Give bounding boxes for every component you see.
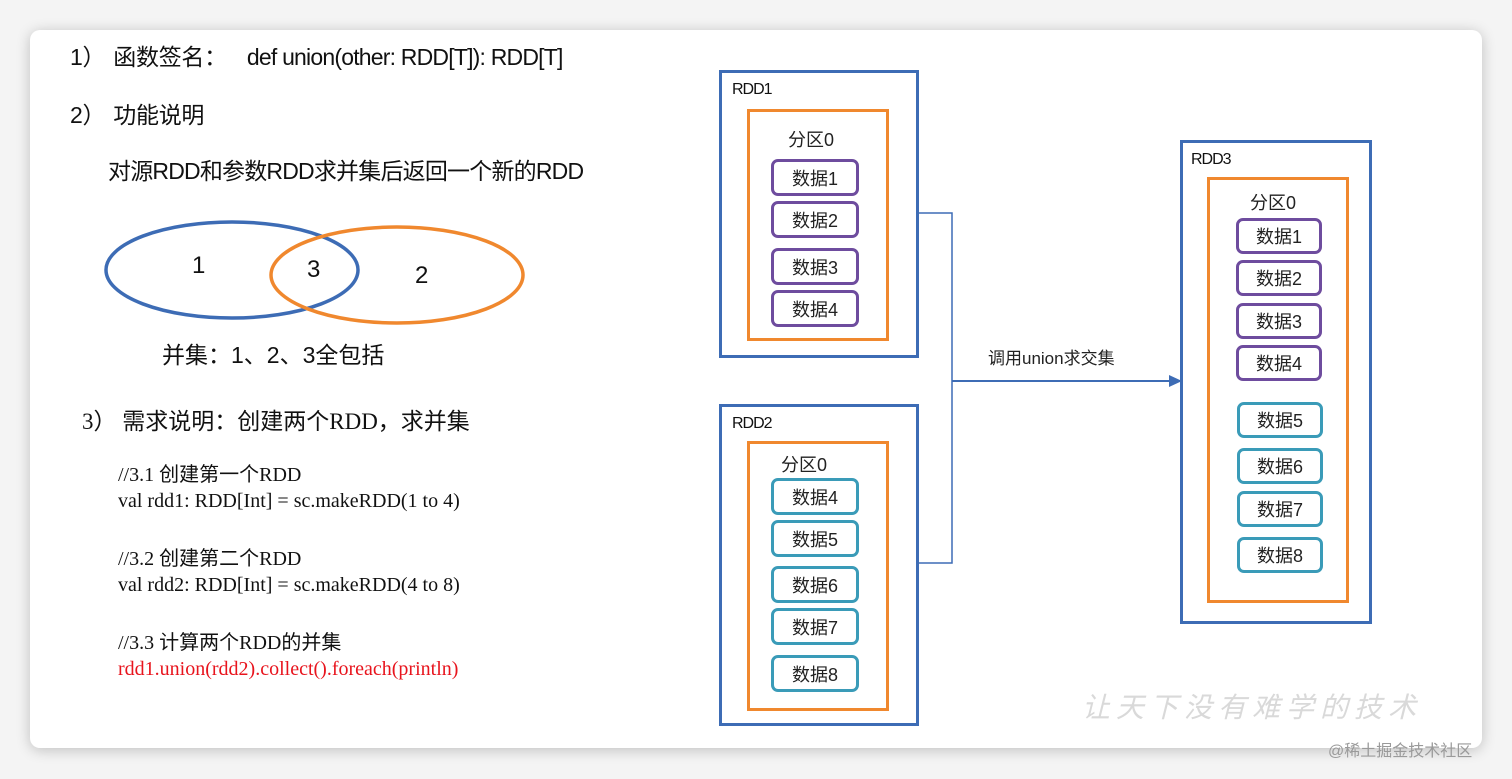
rdd3-item: 数据6 xyxy=(1237,448,1323,484)
code-block: //3.1 创建第一个RDD val rdd1: RDD[Int] = sc.m… xyxy=(118,462,460,682)
watermark: 让天下没有难学的技术 xyxy=(1082,691,1423,724)
rdd2-item: 数据5 xyxy=(771,520,859,557)
function-description: 对源RDD和参数RDD求并集后返回一个新的RDD xyxy=(108,158,584,184)
section2-number: 2） xyxy=(70,102,106,128)
rdd3-item: 数据5 xyxy=(1237,402,1323,438)
venn-left-label: 1 xyxy=(192,252,206,279)
rdd2-item: 数据4 xyxy=(771,478,859,515)
rdd3-item: 数据4 xyxy=(1236,345,1322,381)
rdd1-item: 数据3 xyxy=(771,248,859,285)
connector-line xyxy=(916,212,953,564)
rdd2-partition: 分区0 数据4 数据5 数据6 数据7 数据8 xyxy=(747,441,889,711)
venn-right-label: 2 xyxy=(415,262,429,289)
section3-heading: 3） 需求说明：创建两个RDD，求并集 xyxy=(82,402,470,436)
venn-intersection-label: 3 xyxy=(307,256,321,283)
rdd3-label: RDD3 xyxy=(1191,151,1232,168)
rdd2-box: RDD2 分区0 数据4 数据5 数据6 数据7 数据8 xyxy=(719,404,919,726)
code-comment-3-1: //3.1 创建第一个RDD xyxy=(118,464,302,486)
section3-label: 需求说明：创建两个RDD，求并集 xyxy=(122,409,470,434)
rdd3-item: 数据2 xyxy=(1236,260,1322,296)
venn-diagram xyxy=(104,220,525,325)
source-credit: @稀土掘金技术社区 xyxy=(1328,743,1473,760)
function-signature: def union(other: RDD[T]): RDD[T] xyxy=(246,44,563,70)
section3-number: 3） xyxy=(82,409,117,434)
rdd1-partition: 分区0 数据1 数据2 数据3 数据4 xyxy=(747,109,889,341)
rdd3-partition-label: 分区0 xyxy=(1250,193,1297,213)
rdd3-item: 数据8 xyxy=(1237,537,1323,573)
rdd1-box: RDD1 分区0 数据1 数据2 数据3 数据4 xyxy=(719,70,919,358)
code-line-rdd1: val rdd1: RDD[Int] = sc.makeRDD(1 to 4) xyxy=(118,490,460,512)
arrow-label: 调用union求交集 xyxy=(988,349,1115,368)
rdd1-item: 数据4 xyxy=(771,290,859,327)
code-comment-3-3: //3.3 计算两个RDD的并集 xyxy=(118,632,342,654)
rdd2-partition-label: 分区0 xyxy=(781,455,828,475)
arrow-head xyxy=(1169,375,1182,387)
rdd3-box: RDD3 分区0 数据1 数据2 数据3 数据4 数据5 数据6 数据7 数据8 xyxy=(1180,140,1372,624)
rdd3-item: 数据7 xyxy=(1237,491,1323,527)
rdd3-item: 数据1 xyxy=(1236,218,1322,254)
rdd1-partition-label: 分区0 xyxy=(788,130,835,150)
venn-right-ellipse xyxy=(269,225,525,325)
code-line-union: rdd1.union(rdd2).collect().foreach(print… xyxy=(118,658,459,680)
section2-label: 功能说明 xyxy=(113,102,205,128)
slide: 1） 函数签名： def union(other: RDD[T]): RDD[T… xyxy=(30,30,1482,748)
rdd2-label: RDD2 xyxy=(732,415,773,432)
venn-caption: 并集：1、2、3全包括 xyxy=(162,342,385,368)
section1-number: 1） xyxy=(70,44,106,70)
rdd2-item: 数据8 xyxy=(771,655,859,692)
code-line-rdd2: val rdd2: RDD[Int] = sc.makeRDD(4 to 8) xyxy=(118,574,460,596)
code-comment-3-2: //3.2 创建第二个RDD xyxy=(118,548,302,570)
union-connector xyxy=(916,212,1182,564)
rdd2-item: 数据6 xyxy=(771,566,859,603)
venn-left-ellipse xyxy=(104,220,360,320)
section1-label: 函数签名： xyxy=(113,44,227,70)
rdd1-item: 数据1 xyxy=(771,159,859,196)
rdd3-item: 数据3 xyxy=(1236,303,1322,339)
rdd3-partition: 分区0 数据1 数据2 数据3 数据4 数据5 数据6 数据7 数据8 xyxy=(1207,177,1349,603)
section2-heading: 2） 功能说明 xyxy=(70,96,204,130)
section1-heading: 1） 函数签名： def union(other: RDD[T]): RDD[T… xyxy=(70,38,563,72)
rdd1-item: 数据2 xyxy=(771,201,859,238)
rdd2-item: 数据7 xyxy=(771,608,859,645)
rdd1-label: RDD1 xyxy=(732,81,773,98)
